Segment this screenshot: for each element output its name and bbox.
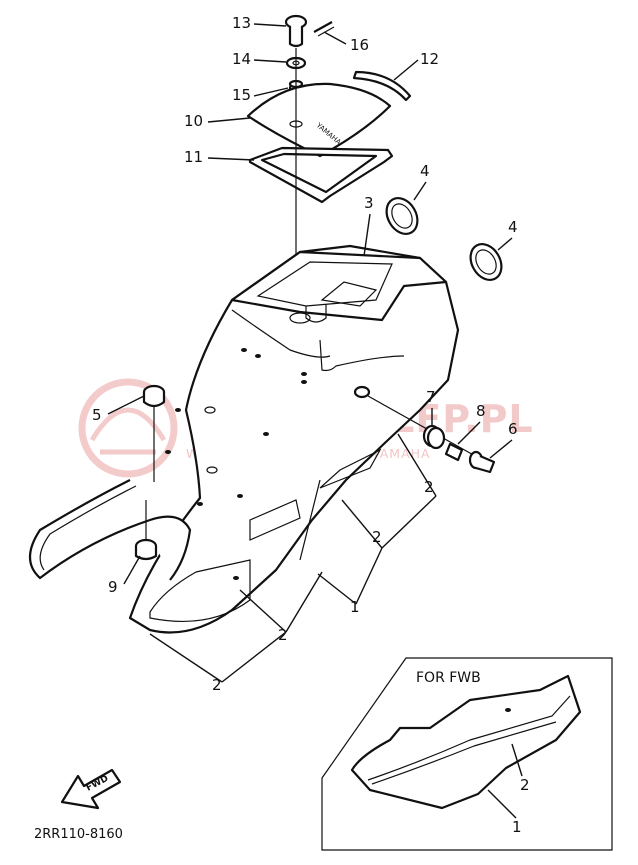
drawing-code: 2RR110-8160	[34, 827, 123, 842]
callout-8: 8	[476, 402, 486, 420]
seal-frame-11	[248, 146, 394, 204]
inset-fwb: FOR FWB 2 1	[321, 657, 613, 851]
callout-11: 11	[184, 148, 203, 166]
callout-15: 15	[232, 86, 251, 104]
collar-7	[422, 424, 446, 450]
ring-4-upper	[385, 197, 419, 235]
callout-9: 9	[108, 578, 118, 596]
callout-2-bottom: 2	[212, 676, 222, 694]
callout-2-right: 2	[424, 478, 434, 496]
callout-2-inset: 2	[520, 776, 530, 794]
screw-13	[284, 14, 308, 48]
damper-9	[134, 538, 158, 561]
panel-holes	[165, 348, 307, 580]
pin-16	[313, 21, 335, 37]
inset-title: FOR FWB	[416, 670, 481, 686]
callout-1-inset: 1	[512, 818, 522, 836]
callout-4-lower: 4	[508, 218, 518, 236]
callout-2-middle: 2	[372, 528, 382, 546]
callout-14: 14	[232, 50, 251, 68]
damper-5	[142, 384, 166, 408]
callout-6: 6	[508, 420, 518, 438]
callout-5: 5	[92, 406, 102, 424]
callout-7: 7	[426, 388, 436, 406]
callout-10: 10	[184, 112, 203, 130]
callout-16: 16	[350, 36, 369, 54]
callout-13: 13	[232, 14, 251, 32]
bolt-6	[468, 450, 496, 474]
cover-plate-10: YAMAHA	[246, 82, 392, 158]
watermark-logo-icon	[78, 378, 178, 478]
seat-strap-loop	[28, 479, 192, 581]
ring-4-lower	[469, 243, 503, 281]
callout-12: 12	[420, 50, 439, 68]
seat-cowl-1	[128, 244, 460, 634]
callouts: 13 16 14 12 15 10 11 4 3 4 5 7 8	[92, 14, 518, 694]
callout-4-upper: 4	[420, 162, 430, 180]
seal-strip-12	[352, 70, 412, 102]
callout-3: 3	[364, 194, 374, 212]
callout-1: 1	[350, 598, 360, 616]
fwd-arrow-icon: FWD	[60, 768, 122, 810]
spacer-8	[444, 442, 464, 462]
